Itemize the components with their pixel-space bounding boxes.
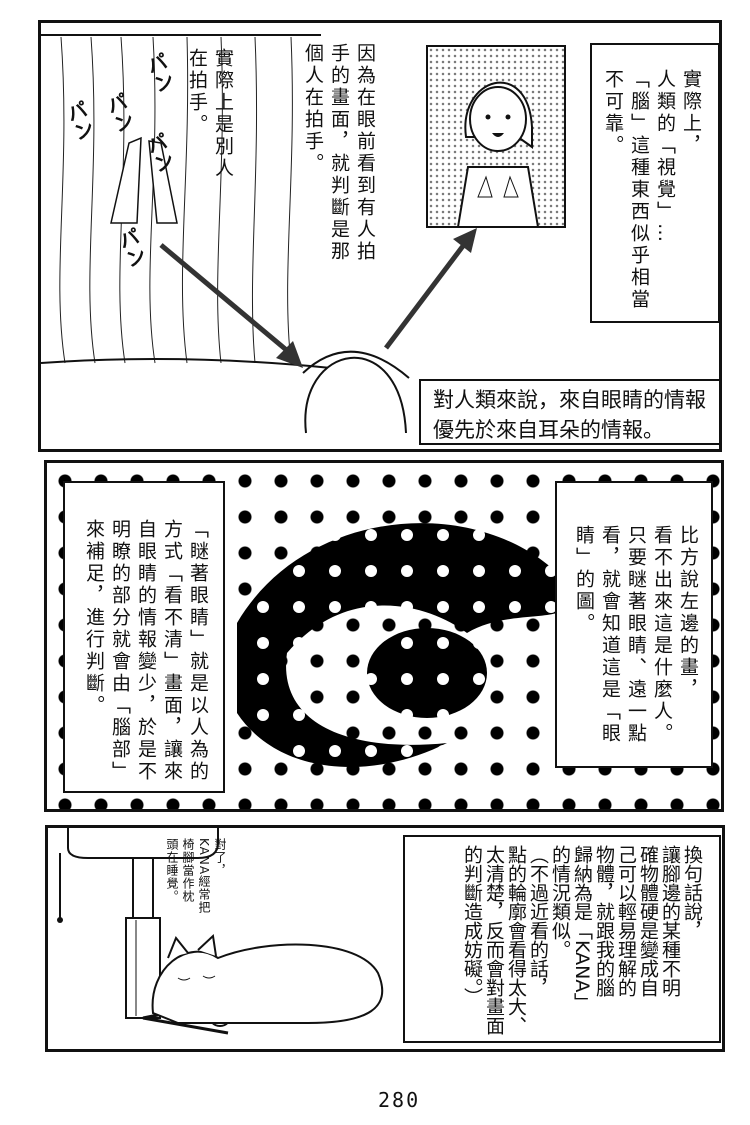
narration-box-right: 實際上， 人類的「視覺」… 「腦」這種東西似乎相當 不可靠。 <box>590 43 719 323</box>
text-column: 歸納為是「KANA」 <box>571 845 593 1012</box>
text-column: 看，就會知道這是「眼 <box>599 525 621 745</box>
text-column: 人類的「視覺」… <box>654 69 676 245</box>
text-column: 實際上是別人 <box>212 48 234 180</box>
text-column: 「瞇著眼睛」就是以人為的 <box>187 519 209 783</box>
text-column: （不過近看的話， <box>527 845 549 997</box>
narration-box-right: 比方說左邊的畫， 看不出來這是什麼人。 只要瞇著眼睛、遠一點 看，就會知道這是「… <box>555 481 713 768</box>
text-column: 「腦」這種東西似乎相當 <box>628 69 650 311</box>
text-column: 在拍手。 <box>186 48 208 136</box>
arrows-and-viewer <box>159 228 477 434</box>
narration-box-left: 「瞇著眼睛」就是以人為的 方式「看不清」畫面，讓來 自眼睛的情報變少，於是不 明… <box>63 481 225 793</box>
curtain-illustration <box>41 34 332 369</box>
panel-2: 「瞇著眼睛」就是以人為的 方式「看不清」畫面，讓來 自眼睛的情報變少，於是不 明… <box>44 460 724 812</box>
text-column: 個人在拍手。 <box>302 43 324 175</box>
text-column: 物體，就跟我的腦 <box>593 845 615 997</box>
text-column: 的情況類似。 <box>549 845 571 959</box>
girl-clapping-picture <box>426 45 566 228</box>
narration-left: 實際上是別人 在拍手。 <box>186 48 234 180</box>
text-column: 的判斷造成妨礙。） <box>461 845 483 1007</box>
text-column: 讓腳邊的某種不明 <box>659 845 681 997</box>
panel-1: パン パン パン パン パン 實際上是別人 在拍手。 因為在眼前看到有人拍 手的… <box>38 20 722 452</box>
caption-box: 對人類來說，來自眼睛的情報 優先於來自耳朵的情報。 <box>419 379 719 445</box>
girl-illustration <box>456 81 540 228</box>
text-column: 方式「看不清」畫面，讓來 <box>161 519 183 783</box>
text-column: 確物體硬是變成自 <box>637 845 659 997</box>
text-column: 明瞭的部分就會由「腦部」 <box>109 519 131 783</box>
text-column: 頭在睡覺。 <box>165 838 179 903</box>
text-column: 比方說左邊的畫， <box>677 525 699 701</box>
narration-middle: 因為在眼前看到有人拍 手的畫面，就判斷是那 個人在拍手。 <box>302 43 376 263</box>
text-column: 對了， <box>213 838 227 877</box>
caption-line: 對人類來說，來自眼睛的情報 <box>433 388 706 412</box>
text-column: 看不出來這是什麼人。 <box>651 525 673 745</box>
text-column: 自眼睛的情報變少，於是不 <box>135 519 157 783</box>
side-note: 對了， KANA經常把 椅腳當作枕 頭在睡覺。 <box>165 838 227 915</box>
text-column: 只要瞇著眼睛、遠一點 <box>625 525 647 745</box>
page-number: 280 <box>378 1088 421 1112</box>
text-column: 實際上， <box>680 69 702 157</box>
narration-box: 換句話說， 讓腳邊的某種不明 確物體硬是變成自 己可以輕易理解的 物體，就跟我的… <box>403 835 721 1043</box>
text-column: KANA經常把 <box>197 838 211 915</box>
text-column: 己可以輕易理解的 <box>615 845 637 997</box>
text-column: 換句話說， <box>681 845 703 940</box>
dotted-eye-illustration <box>237 523 571 767</box>
text-column: 不可靠。 <box>602 69 624 157</box>
text-column: 來補足，進行判斷。 <box>83 519 105 717</box>
panel-3: 對了， KANA經常把 椅腳當作枕 頭在睡覺。 換句話說， 讓腳邊的某種不明 確… <box>45 825 725 1052</box>
text-column: 太清楚，反而會對畫面 <box>483 845 505 1035</box>
caption-line: 優先於來自耳朵的情報。 <box>433 418 664 442</box>
text-column: 點的輪廓會看得太大、 <box>505 845 527 1035</box>
text-column: 睛」的圖。 <box>573 525 595 635</box>
chair-and-cat-illustration <box>57 828 384 1035</box>
text-column: 手的畫面，就判斷是那 <box>328 43 350 263</box>
text-column: 因為在眼前看到有人拍 <box>354 43 376 263</box>
text-column: 椅腳當作枕 <box>181 838 195 903</box>
